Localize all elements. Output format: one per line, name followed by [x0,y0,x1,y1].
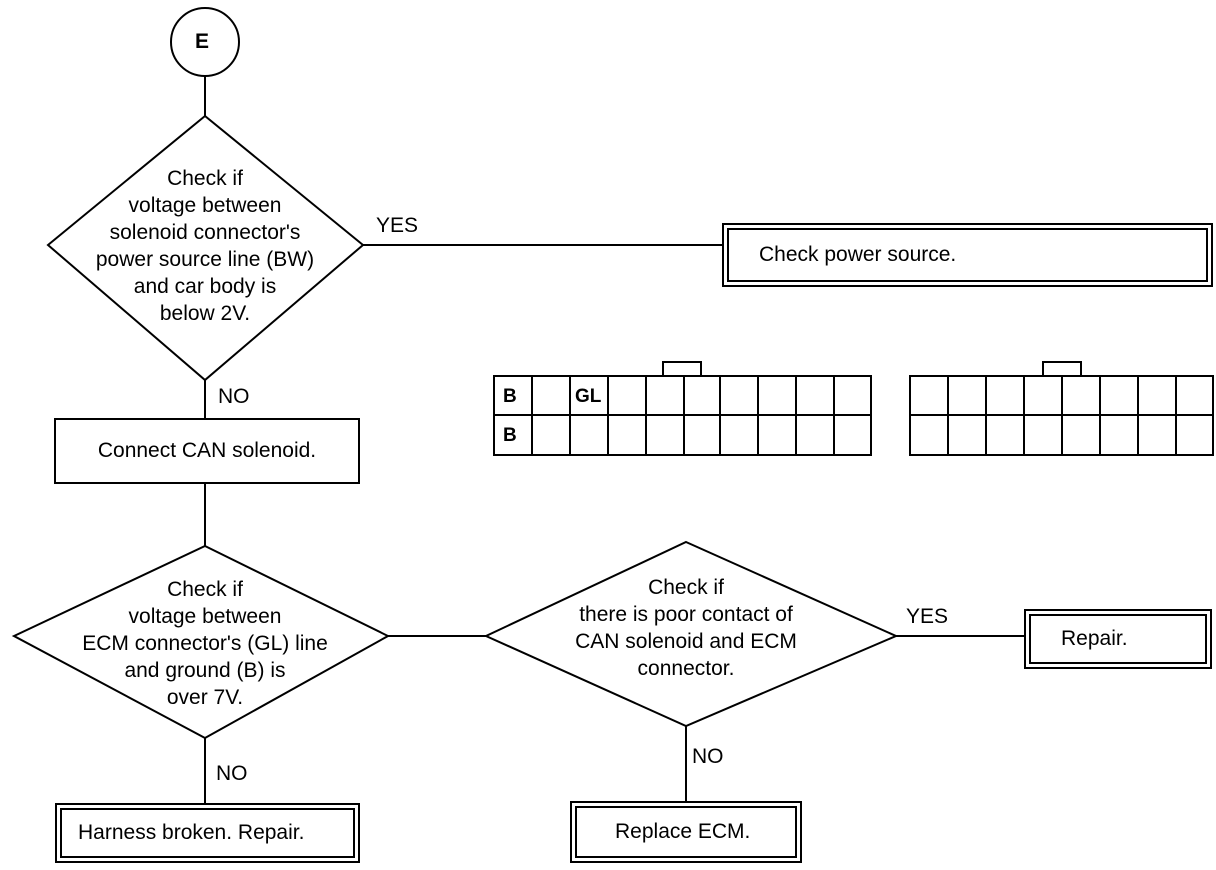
decision2-no-label: NO [216,762,248,785]
harness-broken-text: Harness broken. Repair. [78,821,305,844]
start-node-label: E [195,30,210,53]
replace-ecm-text: Replace ECM. [615,820,751,843]
connect-can-solenoid-box: Connect CAN solenoid. [54,418,360,484]
connect-can-solenoid-text: Connect CAN solenoid. [97,439,317,462]
decision1-text: Check if voltage between solenoid connec… [95,167,315,325]
decision3-text: Check if there is poor contact of CAN so… [575,576,797,680]
connector-right [909,361,1214,456]
repair-box: Repair. [1024,609,1212,669]
decision3-no-label: NO [692,745,724,768]
check-power-source-text: Check power source. [759,243,957,266]
replace-ecm-box: Replace ECM. [570,801,802,863]
harness-broken-box: Harness broken. Repair. [55,803,360,863]
connector-left [493,361,872,456]
connector-cell-gl: GL [575,386,602,407]
connector-cell-b-bottom: B [503,425,517,446]
check-power-source-box: Check power source. [722,223,1213,287]
connector-cell-b-top: B [503,386,517,407]
decision1-yes-label: YES [376,214,419,237]
decision2-text: Check if voltage between ECM connector's… [82,578,328,709]
decision1-no-label: NO [218,385,250,408]
repair-text: Repair. [1061,627,1128,650]
decision3-yes-label: YES [906,605,949,628]
